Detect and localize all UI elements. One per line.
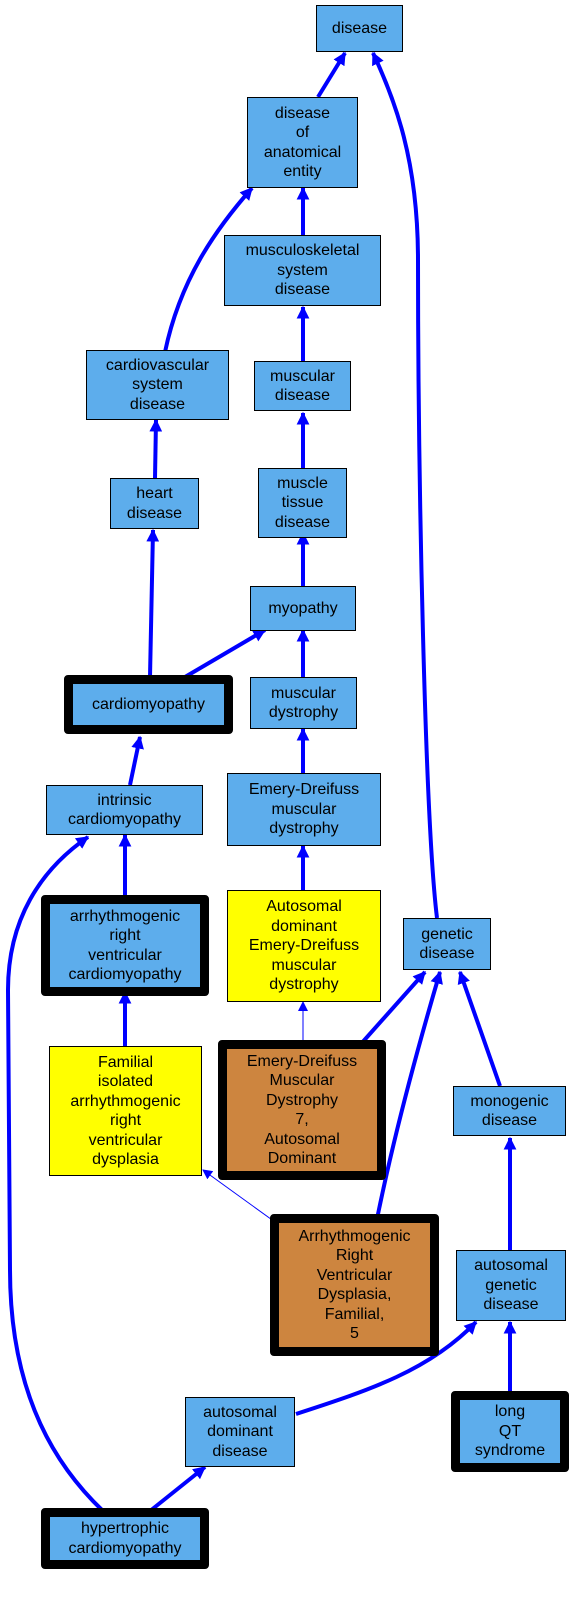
node-cardiovascular-system-disease[interactable]: cardiovascular system disease: [86, 350, 229, 420]
node-label: Arrhythmogenic Right Ventricular Dysplas…: [298, 1227, 411, 1343]
node-label: arrhythmogenic right ventricular cardiom…: [68, 907, 182, 984]
node-disease-of-anatomical-entity[interactable]: disease of anatomical entity: [247, 97, 358, 188]
node-label: cardiovascular system disease: [105, 356, 210, 413]
node-long-qt-syndrome[interactable]: long QT syndrome: [451, 1391, 569, 1472]
node-label: Emery-Dreifuss muscular dystrophy: [248, 781, 360, 838]
edge-arvd5-to-genetic: [375, 970, 443, 1220]
edge-cardiomyopathy-to-myopathy: [183, 628, 267, 679]
node-cardiomyopathy[interactable]: cardiomyopathy: [64, 675, 233, 734]
node-label: intrinsic cardiomyopathy: [68, 791, 181, 829]
node-muscle-tissue-disease[interactable]: muscle tissue disease: [258, 468, 347, 538]
node-disease[interactable]: disease: [316, 5, 403, 52]
node-label: hypertrophic cardiomyopathy: [68, 1520, 182, 1557]
edge-monogenic-to-genetic: [457, 970, 502, 1087]
edge-heart-to-cvs: [149, 418, 163, 479]
node-edmd7[interactable]: Emery-Dreifuss Muscular Dystrophy 7, Aut…: [218, 1040, 386, 1180]
node-label: Familial isolated arrhythmogenic right v…: [70, 1053, 181, 1169]
node-label: Emery-Dreifuss Muscular Dystrophy 7, Aut…: [246, 1052, 358, 1168]
edge-arvd5-to-familial: [202, 1169, 276, 1223]
node-muscular-disease[interactable]: muscular disease: [254, 361, 351, 411]
node-label: myopathy: [268, 599, 338, 617]
edge-genetic-to-disease: [371, 51, 439, 919]
node-label: musculoskeletal system disease: [245, 242, 360, 299]
edge-hcm-to-intrinsic: [5, 835, 105, 1513]
node-label: muscular dystrophy: [268, 684, 339, 722]
node-intrinsic-cardiomyopathy[interactable]: intrinsic cardiomyopathy: [46, 785, 203, 835]
edge-intrinsic-to-cardiomyopathy: [128, 735, 144, 786]
node-label: disease of anatomical entity: [263, 104, 342, 181]
node-hypertrophic-cardiomyopathy[interactable]: hypertrophic cardiomyopathy: [41, 1508, 209, 1569]
node-ad-emery-dreifuss[interactable]: Autosomal dominant Emery-Dreifuss muscul…: [227, 890, 381, 1002]
node-label: autosomal genetic disease: [474, 1257, 548, 1314]
node-autosomal-dominant-disease[interactable]: autosomal dominant disease: [185, 1397, 295, 1467]
node-label: muscle tissue disease: [274, 474, 331, 531]
edge-hcm-to-ad-disease: [148, 1465, 207, 1513]
node-label: genetic disease: [419, 925, 475, 963]
node-label: autosomal dominant disease: [203, 1403, 277, 1460]
node-myopathy[interactable]: myopathy: [250, 586, 356, 631]
edge-ad-disease-to-autosomal-genetic: [295, 1320, 478, 1416]
node-emery-dreifuss-muscular-dystrophy[interactable]: Emery-Dreifuss muscular dystrophy: [227, 773, 381, 846]
node-genetic-disease[interactable]: genetic disease: [403, 918, 491, 970]
node-label: cardiomyopathy: [92, 695, 205, 713]
node-label: long QT syndrome: [474, 1403, 546, 1460]
node-label: Autosomal dominant Emery-Dreifuss muscul…: [248, 898, 360, 994]
node-label: muscular disease: [270, 367, 335, 405]
node-arrhythmogenic-rv-cardiomyopathy[interactable]: arrhythmogenic right ventricular cardiom…: [41, 895, 209, 996]
node-label: monogenic disease: [470, 1092, 549, 1130]
node-heart-disease[interactable]: heart disease: [110, 478, 199, 529]
edge-edmd7-to-genetic: [358, 970, 427, 1047]
node-muscular-dystrophy[interactable]: muscular dystrophy: [250, 677, 357, 729]
node-label: heart disease: [126, 485, 183, 522]
node-familial-isolated-arvd[interactable]: Familial isolated arrhythmogenic right v…: [49, 1046, 202, 1176]
edge-cvs-to-doae: [163, 186, 254, 353]
node-arvd5[interactable]: Arrhythmogenic Right Ventricular Dysplas…: [270, 1214, 439, 1356]
edge-cardiomyopathy-to-heart: [146, 528, 160, 678]
node-label: disease: [331, 19, 388, 37]
edge-doae-to-disease: [316, 51, 347, 99]
node-monogenic-disease[interactable]: monogenic disease: [453, 1086, 566, 1136]
node-autosomal-genetic-disease[interactable]: autosomal genetic disease: [456, 1250, 566, 1321]
node-musculoskeletal-system-disease[interactable]: musculoskeletal system disease: [224, 235, 381, 306]
